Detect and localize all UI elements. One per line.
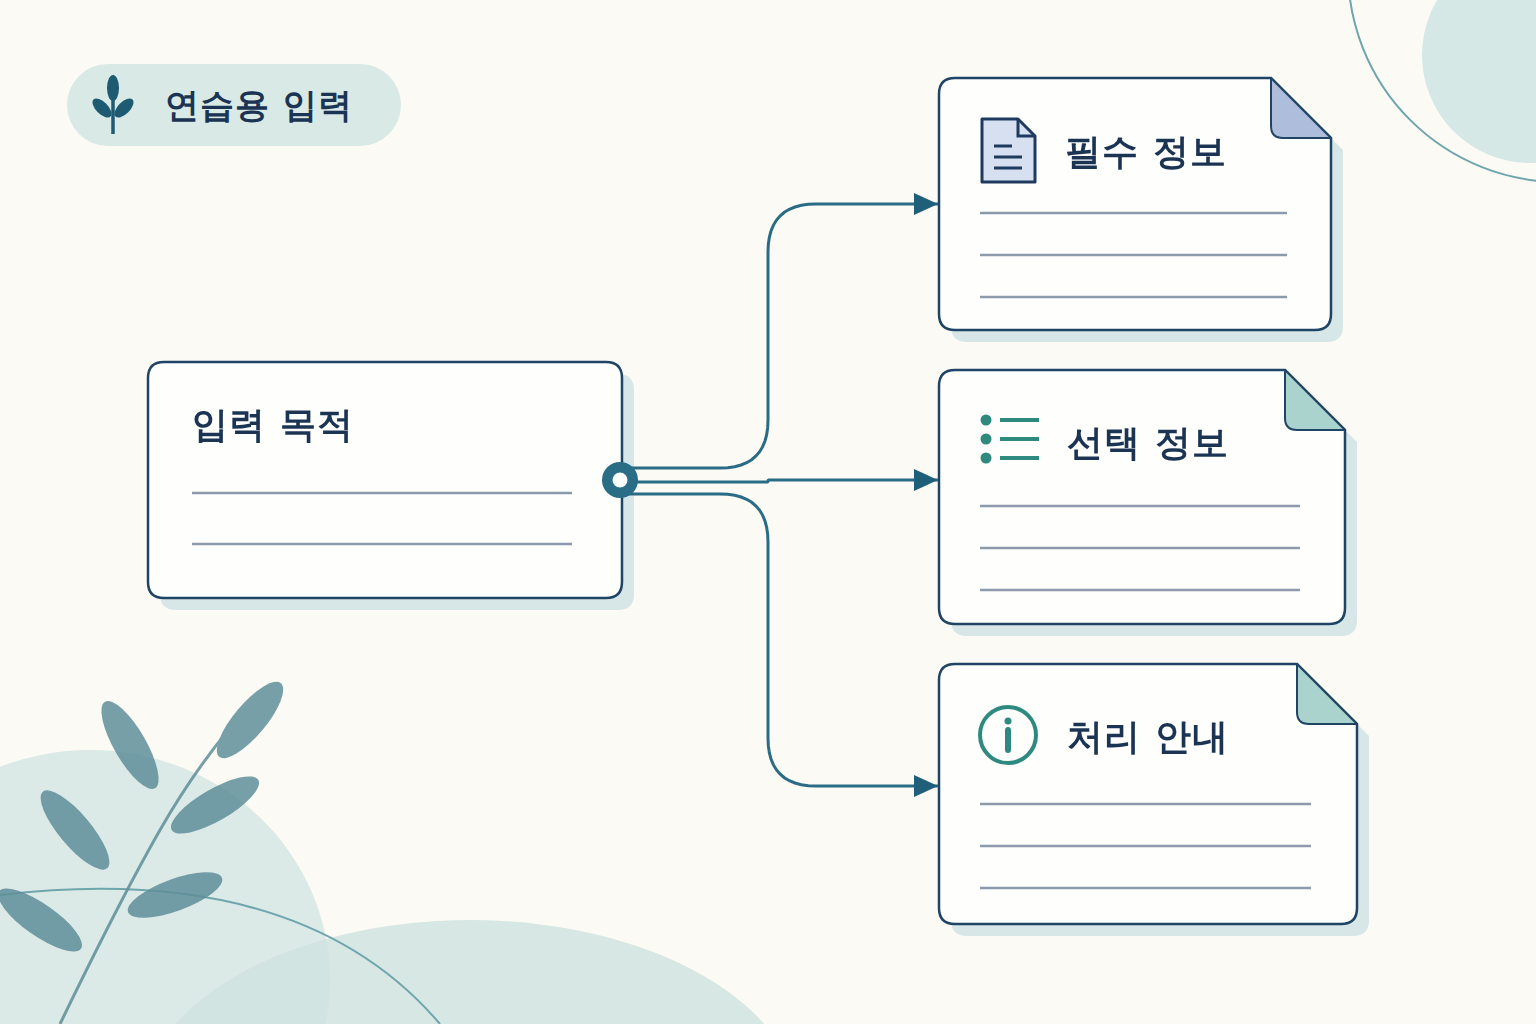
source-box: 입력 목적 — [148, 362, 622, 598]
sprout-stem — [111, 96, 115, 134]
info-circle — [980, 707, 1036, 763]
ruled-lines — [192, 213, 1311, 888]
tag-pill: 연습용 입력 — [67, 64, 401, 146]
ruled-line — [980, 254, 1287, 257]
leaf — [123, 863, 228, 927]
leaf-branch — [0, 673, 293, 1024]
ruled-line — [192, 492, 572, 495]
junction-ring — [602, 462, 638, 498]
list-line — [1000, 418, 1039, 422]
node-outline — [939, 78, 1331, 330]
node-title: 입력 목적 — [192, 403, 354, 447]
document-card: 선택 정보 — [939, 370, 1345, 624]
ruled-line — [980, 212, 1287, 215]
node-outline — [939, 370, 1345, 624]
ring-inner — [613, 473, 628, 488]
sprout-leaf — [111, 95, 136, 120]
leaf — [31, 781, 120, 878]
ruled-line — [980, 887, 1311, 890]
ruled-line — [980, 296, 1287, 299]
info-bar — [1005, 730, 1011, 750]
node-border — [939, 78, 1331, 330]
info-dot — [1005, 718, 1012, 725]
leaf — [207, 673, 293, 767]
folded-corner — [1297, 664, 1357, 724]
ring-outer — [602, 462, 638, 498]
node-title: 필수 정보 — [1065, 130, 1227, 174]
list-dot — [981, 434, 992, 445]
leaf — [91, 694, 169, 797]
node-border — [939, 370, 1345, 624]
node-title: 선택 정보 — [1067, 421, 1229, 465]
connector-arrow — [622, 204, 938, 468]
corner-arc — [0, 889, 440, 1024]
node-title: 처리 안내 — [1067, 715, 1229, 759]
list-dot — [981, 453, 992, 464]
list-line — [1000, 437, 1039, 441]
branch-stem — [60, 705, 250, 1024]
corner-blob — [0, 750, 330, 1024]
ruled-line — [980, 845, 1311, 848]
node-border — [148, 362, 622, 598]
list-icon — [981, 415, 1040, 464]
tag-label: 연습용 입력 — [165, 83, 353, 127]
ruled-line — [980, 589, 1300, 592]
list-dot — [981, 415, 992, 426]
leaf — [164, 766, 267, 844]
node-outline — [148, 362, 622, 598]
leaf — [0, 878, 90, 962]
ruled-line — [192, 543, 572, 546]
ruled-line — [980, 505, 1300, 508]
sprout-leaf — [89, 95, 114, 120]
corner-arc — [1348, 0, 1536, 182]
document-outline — [982, 119, 1035, 182]
document-icon — [982, 119, 1035, 182]
sprout-icon — [89, 75, 136, 134]
sprout-leaf — [107, 75, 119, 101]
document-line — [994, 156, 1022, 159]
node-border — [939, 664, 1357, 924]
corner-blob — [140, 920, 800, 1024]
folded-corner — [1285, 370, 1345, 430]
corner-blob — [1422, 0, 1536, 163]
connector-arrow — [622, 494, 938, 786]
document-fold — [1018, 119, 1035, 136]
folded-corner — [1271, 78, 1331, 138]
document-line — [994, 145, 1012, 148]
document-card: 처리 안내 — [939, 664, 1357, 924]
connector-arrow — [622, 480, 938, 482]
ruled-line — [980, 803, 1311, 806]
list-line — [1000, 456, 1039, 460]
node-outline — [939, 664, 1357, 924]
document-card: 필수 정보 — [939, 78, 1331, 330]
ruled-line — [980, 547, 1300, 550]
info-icon — [980, 707, 1036, 763]
document-line — [994, 167, 1022, 170]
